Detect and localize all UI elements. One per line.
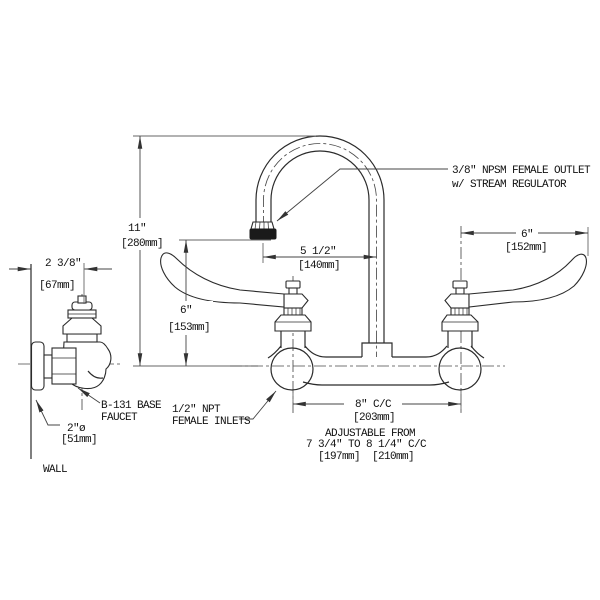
label-inlets-line2: FEMALE INLETS [172,416,251,428]
dim-handle-length: 6" [152mm] [461,226,589,256]
valve-neck-side [66,333,98,343]
centers-in: 8" C/C [355,399,392,411]
elbow-inner-fillet [87,370,104,379]
label-outlet-line1: 3/8" NPSM FEMALE OUTLET [452,165,591,177]
dim-faucet-centers: 8" C/C [203mm] [292,391,462,424]
dim-outlet-height: 6" [153mm] [165,239,271,366]
stream-regulator [249,221,277,240]
front-view: 11" [280mm] 6" [153mm] 5 1/2" [140mm] 6"… [119,135,592,463]
dim-wall-offset: 2 3/8" [67mm] [9,258,112,304]
label-base-faucet-line1: B-131 BASE [101,400,162,412]
flange-dia-mm: [51mm] [61,434,97,446]
dim-wall-offset-in: 2 3/8" [45,258,81,270]
left-valve [274,280,312,348]
label-adjustable: ADJUSTABLE FROM 7 3/4" TO 8 1/4" C/C [19… [306,428,428,463]
outlet-reach-in: 5 1/2" [300,246,336,258]
leader-outlet: 3/8" NPSM FEMALE OUTLET w/ STREAM REGULA… [276,165,592,222]
label-inlets-line1: 1/2" NPT [172,404,221,416]
label-outlet-line2: w/ STREAM REGULATOR [452,179,567,191]
leader-inlets: 1/2" NPT FEMALE INLETS [172,390,277,428]
leader-base-faucet: B-131 BASE FAUCET [77,387,163,424]
left-handle [160,252,285,308]
spout-base [361,342,393,357]
spout-gooseneck [249,135,393,357]
stem-side [77,295,87,304]
adjustable-line1: ADJUSTABLE FROM [325,428,415,440]
valve-bonnet-side [62,317,102,335]
centers-mm: [203mm] [353,412,395,424]
adjustable-line3: [197mm] [210mm] [318,451,414,463]
right-flange-circle [438,347,482,391]
flange-washer [43,354,53,379]
dim-flange-diameter: 2"ø [51mm] [35,399,98,446]
adjustable-line2: 7 3/4" TO 8 1/4" C/C [306,439,427,451]
side-view: 2 3/8" [67mm] B-131 BASE FAUCET 2"ø [51m… [9,258,163,476]
spout-height-in: 11" [128,223,146,235]
mounting-flange [30,341,45,391]
dim-spout-height: 11" [280mm] [119,135,316,366]
left-flange-circle [270,347,314,391]
faucet-body [267,345,485,391]
handle-length-mm: [152mm] [505,242,547,254]
dim-wall-offset-mm: [67mm] [39,280,75,292]
outlet-reach-mm: [140mm] [298,260,340,272]
handle-length-in: 6" [521,229,533,241]
right-handle [468,253,587,308]
elbow-hex-nut [51,347,77,385]
right-valve [441,280,479,348]
label-base-faucet-line2: FAUCET [101,412,138,424]
spout-height-mm: [280mm] [121,238,163,250]
label-wall: WALL [43,464,67,476]
outlet-height-mm: [153mm] [168,322,210,334]
flange-dia-in: 2"ø [67,423,85,435]
dim-outlet-reach: 5 1/2" [140mm] [262,243,377,272]
outlet-height-in: 6" [180,305,192,317]
